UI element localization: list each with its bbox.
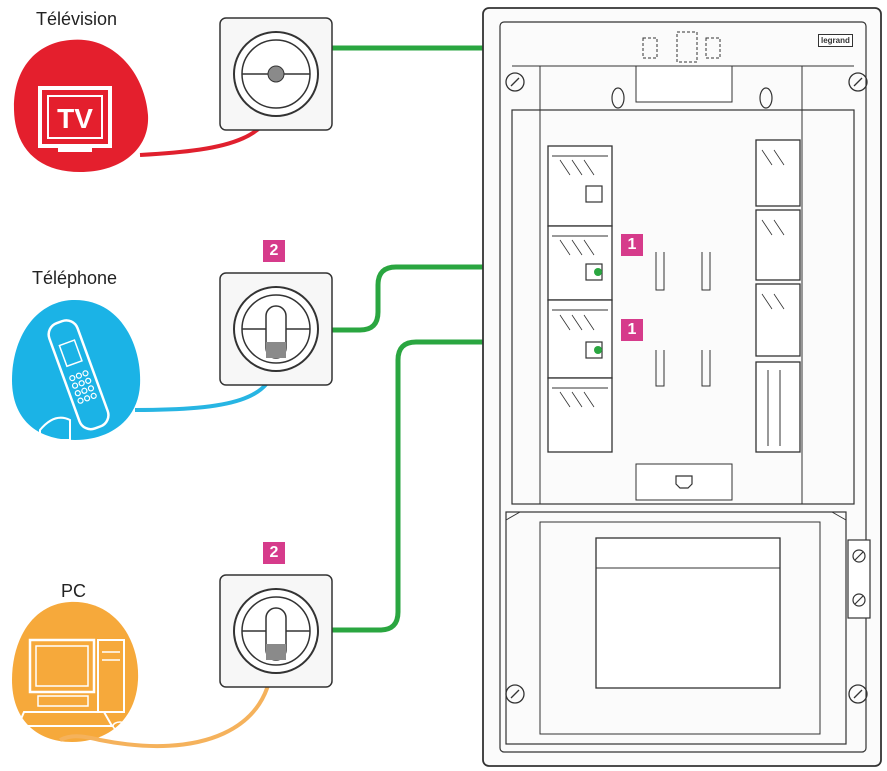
brand-logo: legrand (818, 34, 853, 47)
pc-cable (59, 657, 274, 749)
patch-panel (482, 7, 882, 767)
television-label: Télévision (36, 9, 118, 29)
pc-label: PC (61, 581, 87, 601)
tv-icon: TV (13, 39, 149, 173)
pc-trunk-cable (329, 339, 551, 633)
badge-port-lower: 1 (621, 319, 643, 341)
badge-pc-socket: 2 (263, 542, 285, 564)
port-upper-plug (594, 268, 602, 276)
socket-tv (219, 17, 333, 131)
socket-pc (219, 574, 333, 688)
tv-screen-text: TV (57, 103, 93, 134)
badge-port-upper: 1 (621, 234, 643, 256)
badge-phone-socket: 2 (263, 240, 285, 262)
socket-phone (219, 272, 333, 386)
telephone-label: Téléphone (32, 268, 118, 288)
phone-trunk-cable (329, 264, 551, 333)
port-lower-plug (594, 346, 602, 354)
pc-icon (12, 601, 139, 742)
telephone-icon (12, 299, 141, 441)
